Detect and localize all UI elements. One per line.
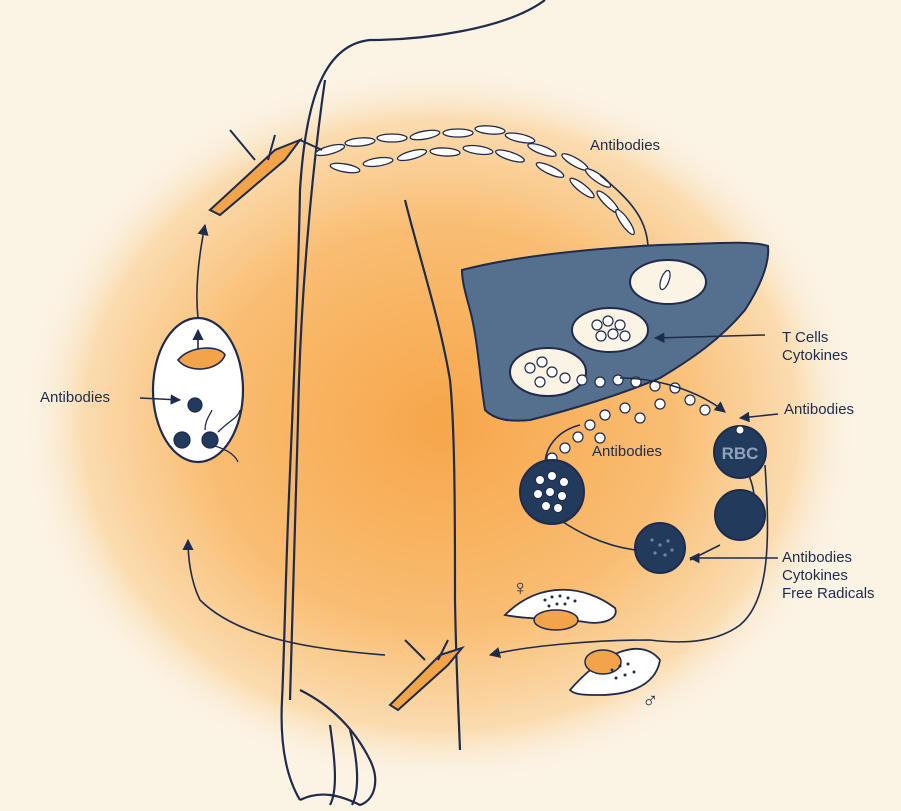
background-glow bbox=[20, 65, 860, 785]
label-antibodies-top: Antibodies bbox=[590, 137, 660, 154]
male-symbol: ♂ bbox=[642, 688, 659, 713]
label-t-cells: T Cells bbox=[782, 329, 828, 346]
label-antibodies-bottom: Antibodies bbox=[782, 549, 852, 566]
label-antibodies-right: Antibodies bbox=[784, 401, 854, 418]
rbc-trophozoite bbox=[715, 490, 765, 540]
rbc-schizont bbox=[635, 523, 685, 573]
label-free-radicals: Free Radicals bbox=[782, 585, 875, 602]
label-cytokines-liver: Cytokines bbox=[782, 347, 848, 364]
female-symbol: ♀ bbox=[512, 575, 529, 600]
label-cytokines-bottom: Cytokines bbox=[782, 567, 848, 584]
female-gametocyte-rbc bbox=[534, 610, 578, 630]
zygote bbox=[188, 398, 202, 412]
male-gametocyte-rbc bbox=[585, 650, 621, 674]
rbc-label: RBC bbox=[722, 444, 759, 463]
gamete-left bbox=[174, 432, 190, 448]
label-antibodies-center: Antibodies bbox=[592, 443, 662, 460]
rbc-merozoite bbox=[736, 426, 744, 434]
label-antibodies-left: Antibodies bbox=[40, 389, 110, 406]
